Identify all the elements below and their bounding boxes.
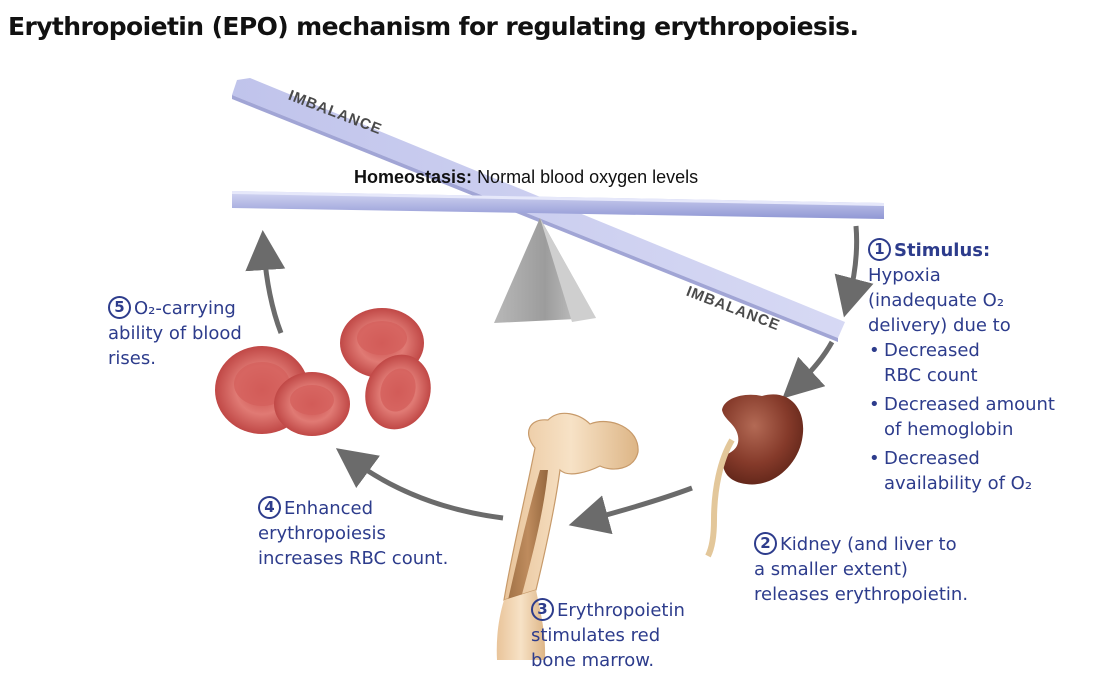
- rbc-cell: [365, 354, 431, 430]
- step-line: Kidney (and liver to: [780, 534, 957, 555]
- arrow-to-stimulus: [834, 225, 874, 318]
- arrow-to-rbc: [335, 448, 504, 521]
- step-line: Enhanced: [284, 498, 374, 519]
- step-line: erythropoiesis: [258, 523, 386, 544]
- step-number: 4: [258, 496, 281, 519]
- step-line: (inadequate O₂: [868, 290, 1005, 311]
- figure-title: Erythropoietin (EPO) mechanism for regul…: [8, 12, 859, 41]
- arrow-to-kidney: [782, 340, 835, 399]
- arrow-to-bone: [568, 485, 693, 535]
- step-line: rises.: [108, 348, 156, 369]
- homeostasis-label: Homeostasis: Normal blood oxygen levels: [354, 167, 698, 188]
- step-line: delivery) due to: [868, 315, 1011, 336]
- step-line: releases erythropoietin.: [754, 584, 969, 605]
- homeostasis-heading: Homeostasis:: [354, 167, 473, 187]
- homeostasis-text: Normal blood oxygen levels: [477, 167, 699, 187]
- step-line: Hypoxia: [868, 265, 941, 286]
- step-number: 1: [868, 238, 891, 261]
- rbc-cell: [274, 372, 350, 436]
- step-number: 2: [754, 532, 777, 555]
- step-line: increases RBC count.: [258, 548, 449, 569]
- step-number: 5: [108, 296, 131, 319]
- step-line: O₂-carrying: [134, 298, 236, 319]
- level-beam: [232, 191, 884, 219]
- stimulus-heading: Stimulus:: [894, 240, 991, 261]
- step-line: bone marrow.: [531, 650, 655, 671]
- step-line: Erythropoietin: [557, 600, 685, 621]
- fulcrum: [494, 218, 596, 323]
- step-line: ability of blood: [108, 323, 242, 344]
- step-line: stimulates red: [531, 625, 661, 646]
- arrow-to-homeostasis: [245, 230, 286, 334]
- step-number: 3: [531, 598, 554, 621]
- red-blood-cells: [215, 308, 431, 436]
- kidney-illustration: [705, 394, 804, 558]
- step-line: a smaller extent): [754, 559, 908, 580]
